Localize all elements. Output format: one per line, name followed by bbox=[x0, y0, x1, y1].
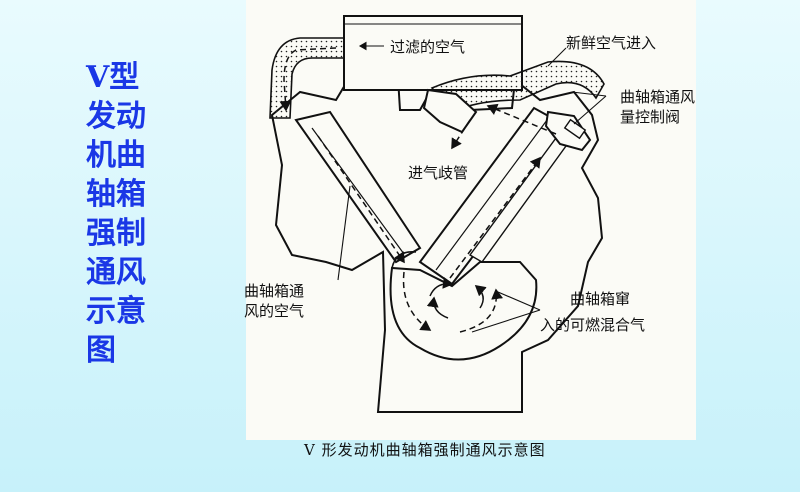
flow-arrow bbox=[426, 296, 449, 319]
label-crankcase-air-line2: 风的空气 bbox=[244, 302, 305, 320]
side-title-line: 强制 bbox=[86, 216, 146, 251]
fresh-air-hose bbox=[430, 60, 605, 113]
flow-arrow bbox=[429, 276, 454, 297]
flow-arrow bbox=[317, 135, 405, 264]
side-title: V型 发动 机曲 轴箱 强制 通风 示意 图 bbox=[86, 58, 176, 370]
side-title-line: 发动 bbox=[86, 99, 146, 134]
leader-line bbox=[547, 47, 567, 67]
label-blowby-line1: 曲轴箱窜 bbox=[570, 290, 631, 308]
flow-arrow bbox=[279, 47, 337, 112]
breather-hose bbox=[269, 37, 345, 119]
side-title-line: V型 bbox=[86, 60, 140, 95]
flow-arrow bbox=[451, 119, 471, 150]
flow-arrow bbox=[474, 285, 487, 309]
label-pcv-valve-line2: 量控制阀 bbox=[620, 108, 681, 126]
side-title-line: 图 bbox=[86, 333, 116, 368]
side-title-line: 轴箱 bbox=[86, 177, 146, 212]
label-pcv-valve-line1: 曲轴箱通风 bbox=[620, 88, 696, 106]
flow-arrow bbox=[443, 156, 541, 287]
side-title-line: 通风 bbox=[86, 255, 146, 290]
flow-arrow bbox=[486, 103, 557, 135]
engine-block-outline bbox=[270, 70, 604, 413]
label-fresh-air-in: 新鲜空气进入 bbox=[566, 34, 657, 52]
side-title-line: 示意 bbox=[86, 294, 146, 329]
label-crankcase-air-line1: 曲轴箱通 bbox=[244, 282, 305, 300]
label-intake-manifold: 进气歧管 bbox=[408, 164, 469, 182]
figure-caption: V 形发动机曲轴箱强制通风示意图 bbox=[304, 441, 546, 459]
leader-line bbox=[573, 95, 607, 125]
side-title-line: 机曲 bbox=[86, 138, 146, 173]
flow-arrow bbox=[402, 271, 432, 331]
flow-arrow bbox=[459, 288, 504, 333]
right-cylinder-bank bbox=[418, 106, 572, 286]
left-cylinder-bank bbox=[294, 110, 422, 264]
label-filtered-air: 过滤的空气 bbox=[390, 38, 466, 56]
leader-line bbox=[337, 185, 351, 281]
leader-line bbox=[497, 291, 541, 311]
label-blowby-line2: 入的可燃混合气 bbox=[540, 316, 646, 334]
leader-line bbox=[571, 91, 607, 97]
leader-line bbox=[471, 309, 541, 333]
crankcase bbox=[389, 261, 538, 361]
